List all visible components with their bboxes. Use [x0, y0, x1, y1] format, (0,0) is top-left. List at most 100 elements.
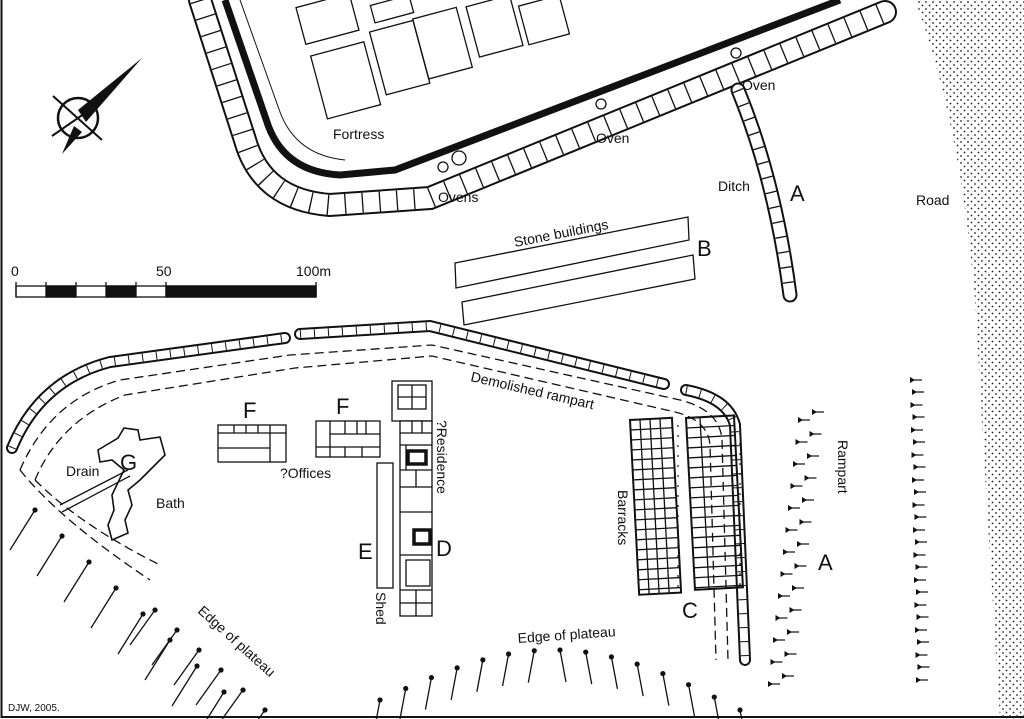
- plateau-tick-head: [557, 647, 563, 653]
- rampart-tick-head: [915, 627, 920, 633]
- label-oven-2: Oven: [742, 77, 775, 93]
- label-e: E: [358, 539, 373, 564]
- plateau-tick: [527, 650, 535, 683]
- barrack-room-line: [636, 536, 679, 541]
- label-c: C: [682, 598, 698, 623]
- rampart-tick-head: [790, 483, 796, 489]
- plateau-tick: [206, 691, 225, 719]
- barrack-dot: [739, 573, 741, 575]
- barrack-outline: [684, 414, 744, 591]
- plateau-tick-head: [113, 585, 119, 591]
- plateau-tick: [713, 696, 720, 719]
- plateau-tick-head: [32, 507, 38, 513]
- plateau-tick-head: [428, 674, 435, 681]
- barrack-dot: [739, 453, 741, 455]
- plateau-tick: [585, 651, 593, 685]
- plateau-tick: [739, 709, 743, 719]
- rampart-tick-head: [914, 514, 920, 520]
- rampart-tick-head: [783, 549, 788, 555]
- stone-building-2: [461, 254, 696, 326]
- barrack-dot: [739, 563, 741, 565]
- scale-bar: [15, 282, 317, 298]
- barrack-room-line: [630, 427, 673, 431]
- barrack-room-line: [631, 447, 674, 451]
- barrack-dot: [677, 505, 679, 507]
- barrack-room-line: [638, 586, 681, 591]
- barrack-col-line: [649, 418, 660, 594]
- label-bath: Bath: [156, 495, 185, 511]
- rampart-tick-head: [793, 461, 798, 467]
- barrack-col-line: [699, 417, 710, 590]
- plateau-tick-head: [152, 607, 158, 613]
- barrack-dot: [739, 513, 741, 515]
- label-credit: DJW, 2005.: [8, 703, 60, 714]
- plateau-tick-head: [531, 648, 537, 654]
- plateau-tick: [129, 609, 156, 646]
- label-a-ditch: A: [790, 181, 805, 206]
- road-surface: [915, 0, 1024, 719]
- barrack-dot: [677, 565, 679, 567]
- plateau-tick-head: [218, 667, 224, 673]
- plateau-tick-head: [711, 694, 717, 700]
- plateau-tick-head: [377, 697, 383, 703]
- label-drain: Drain: [66, 463, 99, 479]
- plateau-tick-head: [685, 682, 692, 688]
- plateau-tick-head: [608, 654, 615, 660]
- shed-building: [376, 462, 394, 589]
- rampart-tick-head: [787, 629, 792, 635]
- barrack-room-line: [689, 484, 738, 489]
- barrack-col-line: [639, 419, 650, 595]
- barrack-room-line: [632, 457, 675, 461]
- rampart-tick-head: [915, 652, 921, 658]
- rampart-tick-head: [910, 402, 916, 408]
- rampart-tick-head: [913, 464, 919, 470]
- barrack-dot: [739, 483, 741, 485]
- rampart-a-marks: [768, 377, 930, 687]
- rampart-tick-head: [917, 664, 923, 670]
- rampart-tick-head: [917, 639, 922, 645]
- rampart-tick-head: [792, 585, 797, 591]
- barrack-dot: [739, 533, 741, 535]
- rampart-tick-head: [794, 563, 800, 569]
- plateau-tick-head: [86, 559, 92, 565]
- label-g: G: [120, 450, 137, 475]
- barrack-dot: [677, 545, 679, 547]
- label-edge-of-plateau-2: Edge of plateau: [517, 623, 616, 646]
- label-f-1: F: [243, 398, 256, 423]
- barrack-dot: [739, 553, 741, 555]
- barrack-room-line: [692, 544, 741, 549]
- rampart-tick-head: [911, 427, 916, 433]
- barrack-dot: [739, 443, 741, 445]
- plateau-tick: [151, 629, 178, 666]
- rampart-tick-head: [784, 651, 790, 657]
- plateau-tick-head: [505, 651, 512, 657]
- plateau-tick-head: [660, 670, 666, 677]
- scale-tick-100m: 100m: [296, 263, 331, 279]
- rampart-tick-head: [807, 453, 812, 459]
- residence-building: [391, 380, 433, 617]
- barrack-dot: [677, 435, 679, 437]
- barrack-room-line: [689, 474, 738, 479]
- plateau-tick-head: [634, 661, 640, 667]
- rampart-tick-head: [795, 439, 801, 445]
- north-arrow-icon: [51, 58, 142, 154]
- plateau-tick: [450, 667, 458, 700]
- rampart-tick-head: [782, 673, 787, 679]
- rampart-tick-head: [914, 577, 919, 583]
- barrack-dot: [739, 583, 741, 585]
- stone-building-1: [454, 216, 690, 289]
- barrack-dot: [677, 425, 679, 427]
- fortress-ditch: [188, 0, 897, 218]
- barrack-room-line: [635, 527, 678, 531]
- plateau-tick-head: [140, 611, 146, 617]
- rampart-tick-head: [912, 477, 917, 483]
- rampart-tick-head: [797, 541, 802, 547]
- label-ditch: Ditch: [718, 178, 750, 194]
- rampart-tick-head: [789, 607, 795, 613]
- barrack-room-line: [633, 487, 676, 491]
- fortress-wall: [221, 0, 842, 179]
- label-b: B: [697, 236, 712, 261]
- barrack-dot: [677, 495, 679, 497]
- label-shed: Shed: [373, 592, 389, 625]
